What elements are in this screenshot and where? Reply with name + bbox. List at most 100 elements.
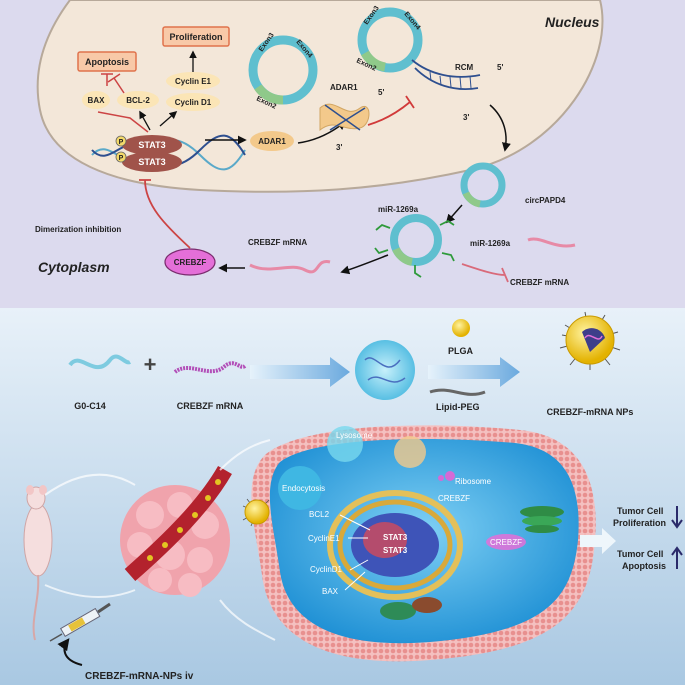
cyclin-e1-label: Cyclin E1 — [175, 77, 212, 86]
ribosome-label: Ribosome — [455, 477, 492, 486]
sponge-exon2 — [392, 247, 414, 266]
proliferation-outcome-label: Proliferation — [613, 518, 666, 528]
bcl2-inhibit-arrow — [107, 73, 125, 94]
down-arrow-icon — [671, 506, 683, 529]
nucleolus — [363, 522, 407, 558]
crebzf-protein-label: CREBZF — [174, 258, 207, 267]
rcm-duplex — [411, 59, 481, 90]
crebzf-protein-cell — [486, 534, 526, 550]
tumor-cell-label-1: Tumor Cell — [617, 506, 663, 516]
crebzf-mrna-label-1: CREBZF mRNA — [248, 238, 307, 247]
lysosome-vesicle — [327, 426, 363, 462]
rcm-label: RCM — [455, 63, 474, 72]
dimerization-inhibit — [139, 179, 191, 249]
golgi-icon — [520, 506, 564, 533]
stat3-bax-inhibit — [97, 111, 149, 133]
circpapd4-label: circPAPD4 — [525, 196, 566, 205]
phospho-icon — [115, 135, 127, 147]
cytoplasm-label: Cytoplasm — [38, 259, 110, 275]
lysosome-np — [394, 436, 426, 468]
complex-np — [355, 340, 415, 400]
injection-label: CREBZF-mRNA-NPs iv — [85, 671, 194, 682]
mitochondria-icon — [380, 597, 442, 620]
lipid-peg-label: Lipid-PEG — [436, 402, 480, 412]
dimerization-label: Dimerization inhibition — [35, 225, 121, 234]
zoom-line — [219, 599, 276, 641]
nps-label: CREBZF-mRNA NPs — [547, 407, 634, 417]
syringe-icon — [49, 602, 111, 642]
mirna-strands — [374, 219, 455, 278]
cell-pathway-lines — [339, 514, 371, 591]
final-nanoparticle — [559, 311, 621, 370]
cyclin-d1-cell-label: CyclinD1 — [310, 565, 343, 574]
cyclin-d1-oval — [166, 93, 220, 111]
adar1-bound-label: ADAR1 — [330, 83, 358, 92]
crebzf-mrna-strand-1 — [527, 237, 576, 248]
g0c14-strand — [68, 354, 132, 369]
zoom-line — [44, 473, 136, 496]
three-prime-1: 3' — [336, 143, 342, 152]
entering-np — [242, 498, 270, 527]
adar1-oval — [250, 131, 294, 151]
circpapd4-ring — [460, 162, 506, 208]
mir1269a-label-2: miR-1269a — [470, 239, 511, 248]
plga-label: PLGA — [448, 346, 474, 356]
stat3-cell-label-2: STAT3 — [383, 546, 408, 555]
three-prime-2: 3' — [463, 113, 469, 122]
coating-arrow — [428, 357, 520, 387]
mixing-arrow — [250, 357, 350, 387]
g0c14-label: G0-C14 — [74, 401, 106, 411]
mir-inhibit-arrow — [461, 263, 509, 283]
complex-mesh — [364, 357, 406, 383]
five-prime-2: 5' — [497, 63, 503, 72]
adar1-rcm-inhibit — [367, 95, 415, 126]
er-ring-outer — [327, 490, 463, 600]
outcome-arrow — [580, 528, 616, 554]
stat3-top — [122, 135, 182, 155]
stat3-cyclin-arrow — [159, 110, 178, 127]
exon2-segment-1 — [254, 84, 284, 105]
proliferation-box — [162, 26, 230, 47]
zoom-line — [219, 439, 271, 471]
adar1-bound — [319, 103, 370, 132]
stat3-bottom — [122, 152, 182, 172]
crebzf-mrna-strand-3 — [173, 361, 247, 374]
tumor-cell-label-2: Tumor Cell — [617, 549, 663, 559]
release-arrow — [340, 254, 389, 275]
crebzf-mrna-label-2: CREBZF mRNA — [510, 278, 569, 287]
bcl2-label: BCL-2 — [126, 96, 150, 105]
stat3-bcl2-arrow — [139, 110, 151, 131]
crebzf-label-cell: CREBZF — [438, 494, 470, 503]
vessel-nps — [147, 479, 221, 561]
exon2-segment-2 — [361, 50, 387, 72]
circ-sponge-arrow — [445, 204, 463, 224]
stat3-cell-label-1: STAT3 — [383, 533, 408, 542]
exon-ring-2 — [357, 7, 423, 73]
bcl2-oval — [117, 91, 159, 109]
plga-icon — [452, 319, 470, 337]
bax-label: BAX — [88, 96, 106, 105]
lysosome-label: Lysosome — [336, 431, 373, 440]
crebzf-mrna-strand-2 — [249, 260, 331, 274]
ribosome-icon — [438, 475, 444, 481]
crebzf-mrna-label-3: CREBZF mRNA — [177, 401, 244, 411]
er-ring-inner — [337, 499, 453, 591]
bax-apoptosis-arrow — [101, 73, 113, 86]
lipid-peg-strand — [429, 388, 486, 396]
bcl2-cell-label: BCL2 — [309, 510, 330, 519]
sponge-ring — [390, 214, 442, 266]
up-arrow-icon — [671, 546, 683, 569]
ribosome-icon — [445, 471, 455, 481]
apoptosis-label: Apoptosis — [85, 57, 129, 67]
mir1269a-label-1: miR-1269a — [378, 205, 419, 214]
proliferation-label: Proliferation — [169, 32, 222, 42]
crebzf-protein — [164, 248, 216, 276]
mouse-illustration — [23, 485, 53, 641]
phospho-label-1: P — [119, 139, 124, 146]
adar1-label: ADAR1 — [258, 137, 286, 146]
crebzf-protein-cell-label: CREBZF — [490, 538, 522, 547]
five-prime-1: 5' — [378, 88, 384, 97]
cyclin-e1-oval — [166, 72, 220, 90]
